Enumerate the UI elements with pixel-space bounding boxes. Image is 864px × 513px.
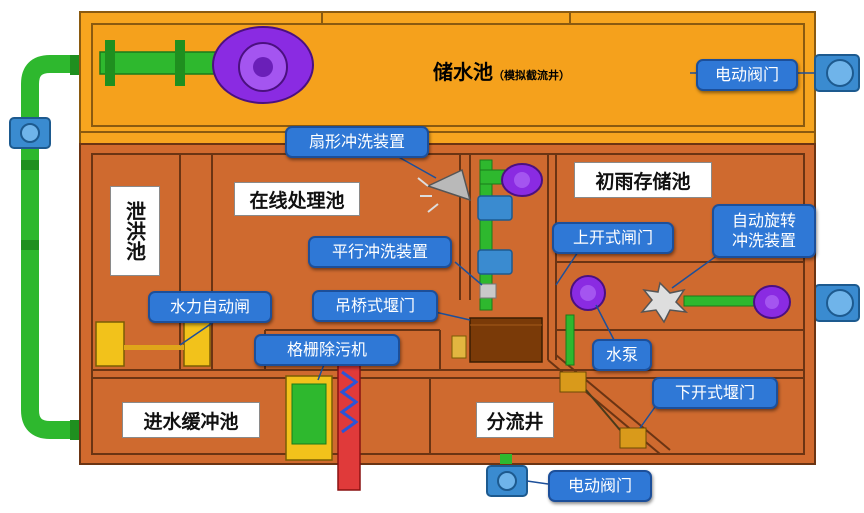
hydraulic-gate-icon	[95, 321, 211, 367]
right-valve-top-icon	[814, 54, 860, 92]
callout-pump: 水泵	[592, 339, 652, 371]
storage-tank-label: 储水池（模拟截流井）	[433, 60, 570, 84]
lower-weir-icon	[559, 371, 647, 449]
central-pipe-assembly	[477, 159, 543, 311]
callout-hydraulic-gate: 水力自动闸	[148, 291, 272, 323]
left-valve-icon	[9, 117, 51, 149]
grille-cleaner-icon	[285, 359, 361, 491]
callout-crane-weir: 吊桥式堰门	[312, 290, 438, 322]
online-treatment-tank-label: 在线处理池	[234, 182, 360, 216]
inlet-buffer-tank-label: 进水缓冲池	[122, 402, 260, 438]
callout-auto-rotate-flush: 自动旋转 冲洗装置	[712, 204, 816, 258]
top-pump-assembly	[99, 26, 314, 104]
callout-fan-flush: 扇形冲洗装置	[285, 126, 429, 158]
diversion-well-label: 分流井	[476, 402, 554, 438]
pump-icon	[565, 275, 606, 366]
callout-valve-bottom: 电动阀门	[548, 470, 652, 502]
callout-lower-weir: 下开式堰门	[652, 377, 778, 409]
first-rain-storage-label: 初雨存储池	[574, 162, 712, 198]
right-valve-mid-icon	[814, 284, 860, 322]
left-bypass-pipe	[21, 55, 80, 440]
fan-flush-device-icon	[417, 168, 472, 213]
callout-auto-rotate-line2: 冲洗装置	[731, 231, 796, 250]
callout-upper-gate: 上开式闸门	[552, 222, 674, 254]
callout-grille-cleaner: 格栅除污机	[254, 334, 400, 366]
callout-valve-top: 电动阀门	[696, 59, 798, 91]
bottom-valve-icon	[486, 454, 528, 497]
callout-parallel-flush: 平行冲洗装置	[308, 236, 452, 268]
callout-auto-rotate-line1: 自动旋转	[731, 211, 796, 230]
storage-tank-sublabel: （模拟截流井）	[493, 69, 570, 82]
flood-tank-label: 泄洪池	[110, 186, 160, 276]
rotating-flush-device-icon	[640, 281, 791, 324]
crane-weir-icon	[451, 317, 543, 363]
